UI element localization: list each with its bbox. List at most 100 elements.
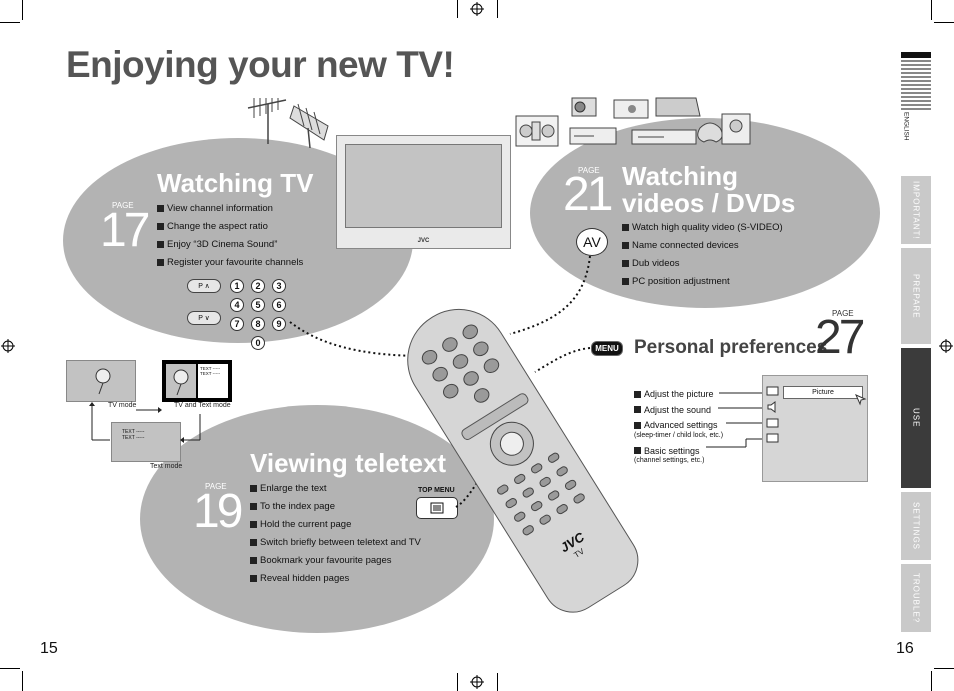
list-item: Switch briefly between teletext and TV [250,533,421,551]
bullet-square-icon [634,447,641,454]
remote-key[interactable] [429,364,451,385]
remote-key[interactable] [563,478,578,492]
page-reference[interactable]: 27 [815,311,865,364]
digit-1-button[interactable]: 1 [230,279,244,293]
remote-key[interactable] [521,485,536,500]
digit-5-button[interactable]: 5 [251,298,265,312]
remote-key[interactable] [512,510,527,524]
remote-key[interactable] [450,351,471,372]
list-item: Enlarge the text [250,479,421,497]
remote-key[interactable] [471,385,493,406]
list-item: Watch high quality video (S-VIDEO) [622,218,783,236]
remote-key[interactable] [470,338,492,359]
remote-key[interactable] [480,355,502,376]
remote-key[interactable] [504,496,519,510]
bullet-square-icon [634,390,641,398]
registration-mark-icon [1,339,15,353]
remote-key[interactable] [546,451,561,465]
remote-key[interactable] [554,464,570,478]
page-label: PAGE [578,166,600,175]
digit-2-button[interactable]: 2 [251,279,265,293]
remote-key[interactable] [546,488,561,503]
cursor-icon [855,394,867,406]
remote-key[interactable] [459,321,481,342]
registration-mark-icon [470,2,484,16]
program-down-button[interactable]: P ∨ [187,311,221,325]
bullet-square-icon [250,556,257,564]
remote-key[interactable] [460,368,482,389]
list-item: PC position adjustment [622,272,783,290]
remote-key[interactable] [439,334,461,355]
leader-lines [706,392,762,448]
av-button[interactable]: AV [576,228,608,256]
digit-7-button[interactable]: 7 [230,317,244,331]
bullet-square-icon [622,241,629,249]
list-item: Register your favourite channels [157,253,303,271]
tv-brand: JVC [417,238,430,244]
bullet-square-icon [157,204,164,212]
remote-key[interactable] [537,475,553,489]
teletext-panel [140,405,494,633]
tv-text-mode-label: TV and Text mode [174,402,231,409]
digit-6-button[interactable]: 6 [272,298,286,312]
remote-key[interactable] [529,499,544,513]
page-reference[interactable]: 17 [100,204,150,257]
crop-mark [497,0,498,18]
crop-mark [0,22,20,23]
digit-9-button[interactable]: 9 [272,317,286,331]
list-item: Change the aspect ratio [157,217,303,235]
tab-settings[interactable]: SETTINGS [901,492,931,560]
bullet-square-icon [634,421,641,429]
remote-key[interactable] [495,482,510,497]
remote-key[interactable] [512,472,527,486]
remote-key[interactable] [571,491,587,506]
page-reference[interactable]: 19 [193,485,243,538]
tab-use[interactable]: USE [901,348,931,488]
text-mode-screen: TEXT ----- TEXT ----- [111,422,181,462]
page-label: PAGE [112,201,134,210]
mode-cycle-arrows [89,402,201,443]
bullet-square-icon [157,258,164,266]
remote-key[interactable] [419,347,441,368]
remote-key[interactable] [521,523,536,537]
list-item: Reveal hidden pages [250,569,421,587]
tab-prepare[interactable]: PREPARE [901,248,931,344]
bullet-square-icon [250,502,257,510]
program-up-button[interactable]: P ∧ [187,279,221,293]
tv-icon: JVC [336,135,511,249]
list-item: Name connected devices [622,236,783,254]
crop-mark [22,671,23,691]
page-number-right: 16 [896,640,914,657]
menu-icons [766,386,779,443]
tab-important[interactable]: IMPORTANT! [901,176,931,244]
digit-3-button[interactable]: 3 [272,279,286,293]
digit-0-button[interactable]: 0 [251,336,265,350]
list-item: Adjust the picture [634,386,774,402]
remote-key[interactable] [529,461,544,475]
top-menu-label: TOP MENU [418,487,455,494]
list-item: View channel information [157,199,303,217]
remote-key[interactable] [554,502,570,516]
videos-features: Watch high quality video (S-VIDEO) Name … [622,218,783,290]
balloon-icon [95,368,111,395]
digit-4-button[interactable]: 4 [230,298,244,312]
menu-screen: Picture [762,375,868,482]
menu-button[interactable]: MENU [591,341,623,356]
picture-menu-item[interactable]: Picture [783,386,863,399]
bullet-square-icon [250,484,257,492]
watching-tv-features: View channel information Change the aspe… [157,199,303,271]
top-menu-button[interactable] [416,497,458,519]
tab-marker [901,52,931,58]
remote-key[interactable] [537,513,553,527]
registration-mark-icon [939,339,953,353]
remote-key[interactable] [440,380,462,402]
bullet-square-icon [250,574,257,582]
digit-8-button[interactable]: 8 [251,317,265,331]
crop-mark [22,0,23,20]
list-item: Enjoy “3D Cinema Sound” [157,235,303,253]
page-reference[interactable]: 21 [563,168,613,221]
page-label: PAGE [205,482,227,491]
tab-trouble[interactable]: TROUBLE? [901,564,931,632]
tab-english[interactable]: ENGLISH [902,112,910,141]
